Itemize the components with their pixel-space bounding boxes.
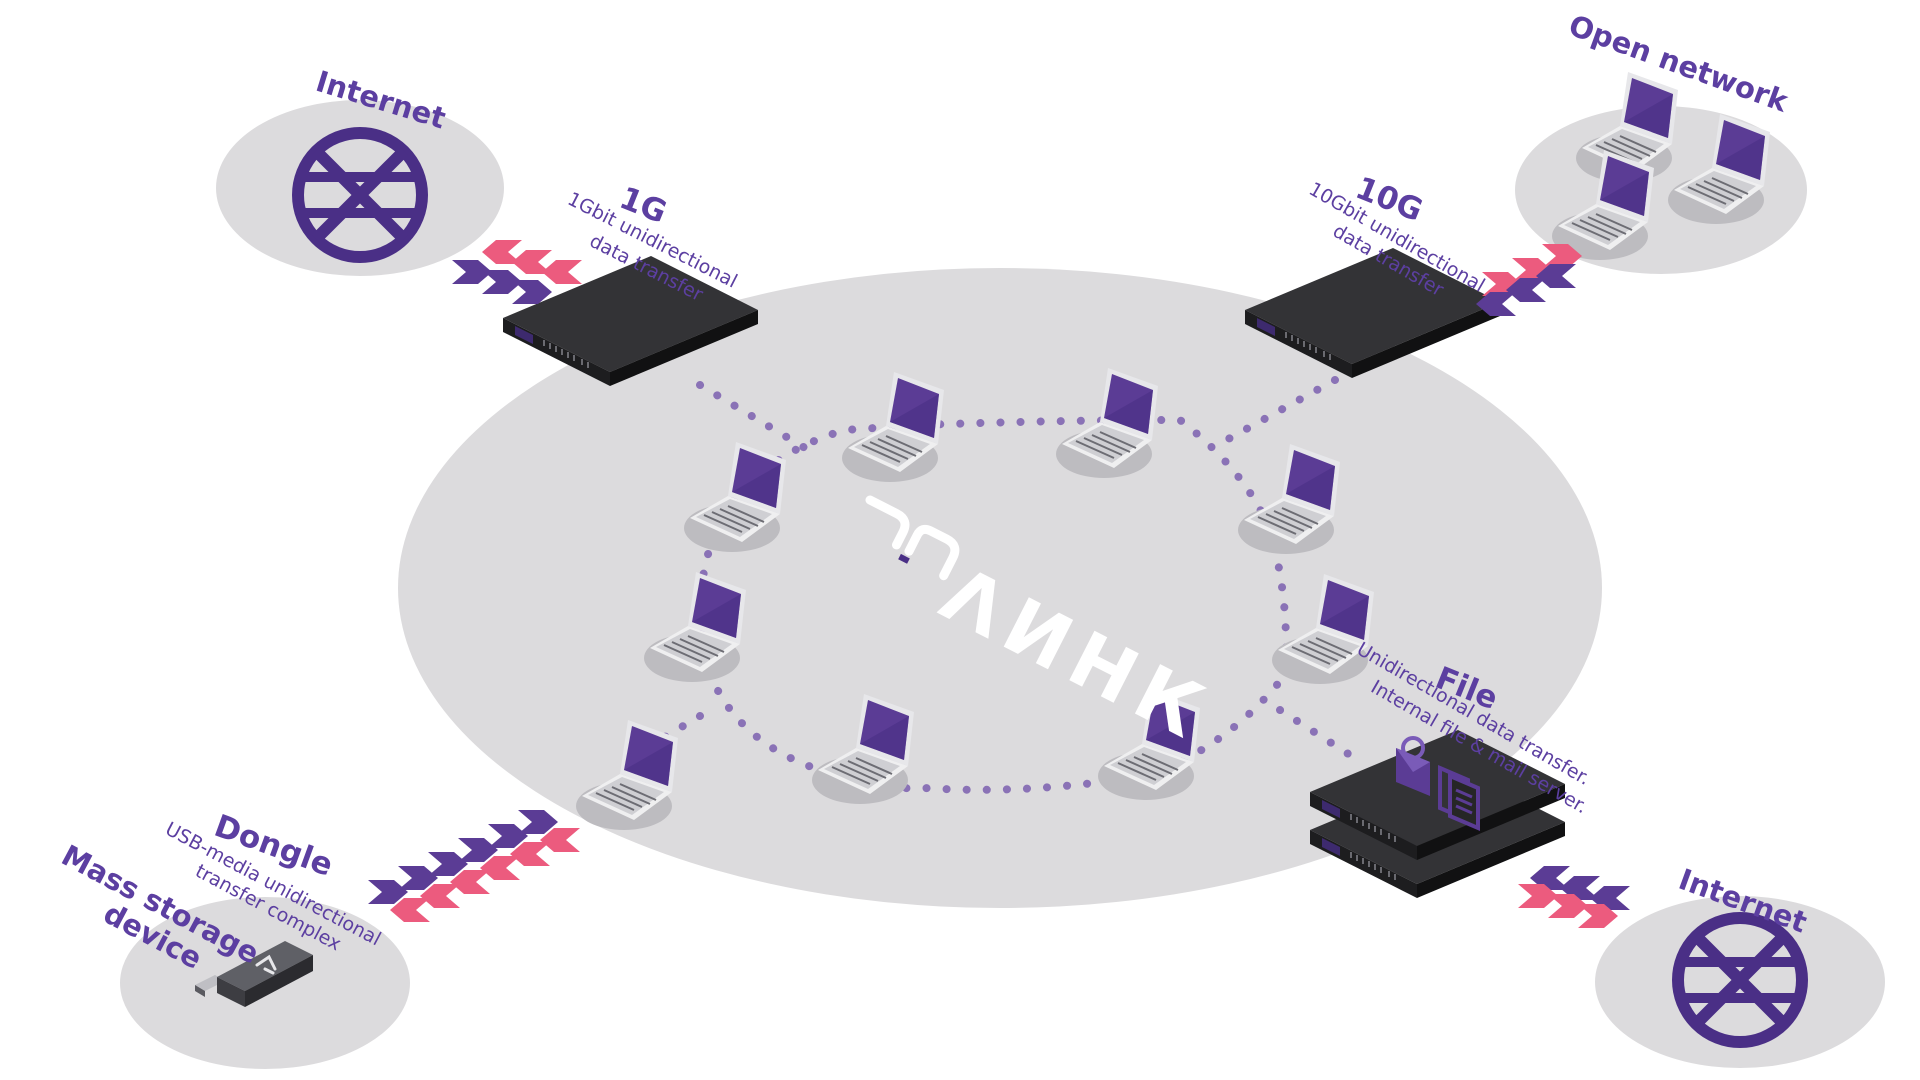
document-icon [1438, 764, 1480, 832]
arrow-group-dongle [368, 810, 580, 922]
usb-dongle-icon [195, 941, 313, 1007]
arrow-group-file [1518, 866, 1630, 928]
network-platter [398, 268, 1602, 908]
arrow-group-10g [1476, 244, 1582, 316]
mail-icon [1396, 736, 1430, 796]
